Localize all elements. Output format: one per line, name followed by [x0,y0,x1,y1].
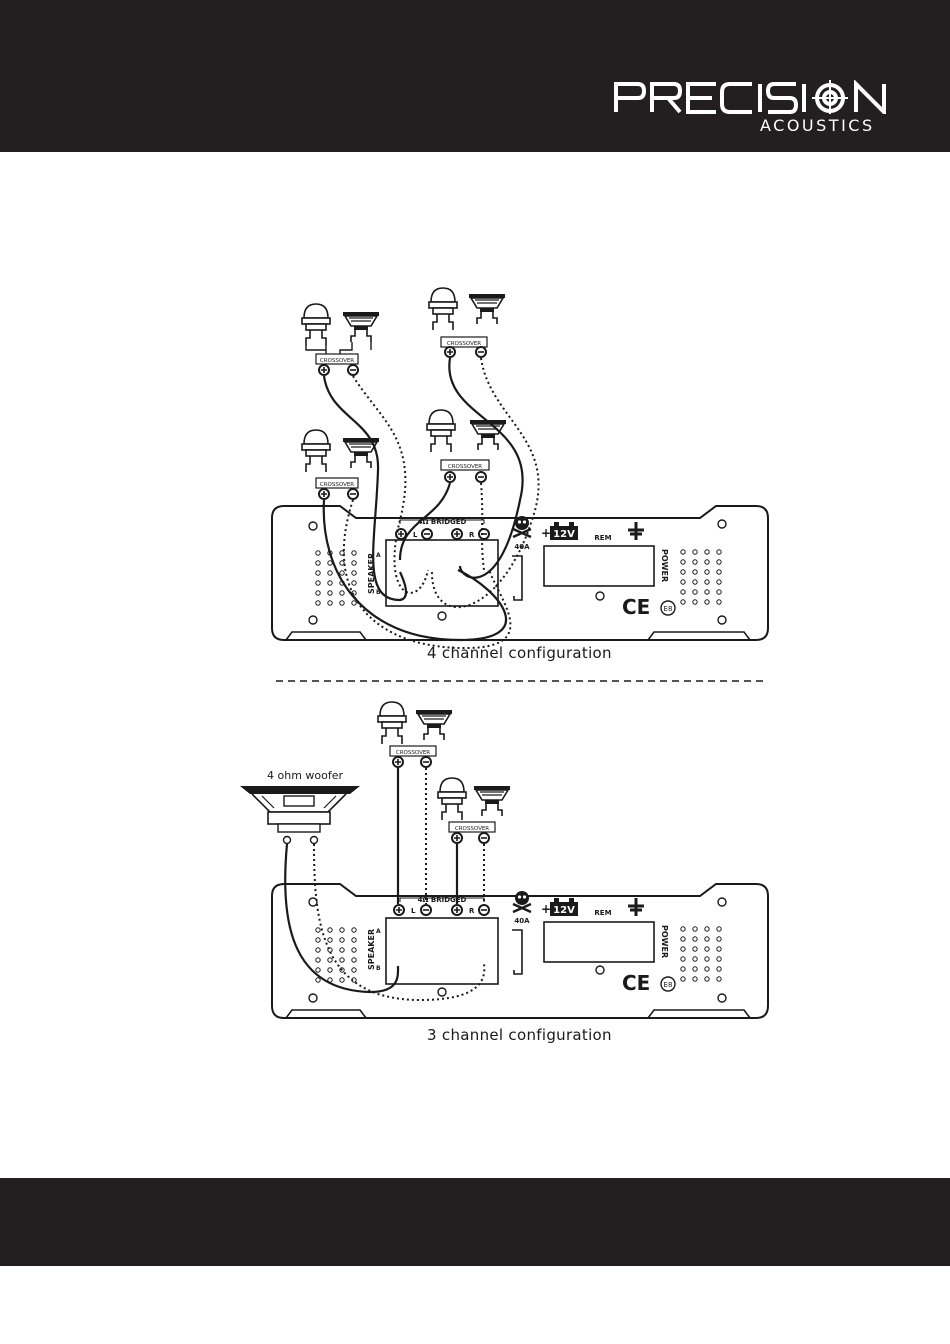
speaker-set-3ch-1: CROSSOVER [378,702,452,767]
power-panel-4ch [544,546,654,586]
e-mark-4ch: E8 [664,605,673,613]
caption-4ch: 4 channel configuration [427,644,612,662]
woofer-label: 4 ohm woofer [267,769,343,782]
crossover-label: CROSSOVER [320,358,354,364]
channel-r-4ch: R [469,531,475,539]
crossover-label: CROSSOVER [320,482,354,488]
channel-r-3ch: R [469,907,475,915]
channel-l-3ch: L [411,907,416,915]
speaker-panel-3ch [386,918,498,984]
speaker-a-3ch: A [376,928,381,935]
rem-label-4ch: REM [594,534,611,542]
speaker-set-4ch-1: CROSSOVER [302,304,379,375]
crossover-label: CROSSOVER [447,341,481,347]
bridged-label-3ch: 4Ω BRIDGED [418,896,467,904]
diagram-3ch: 4Ω BRIDGED L R SPEAKER A B 40A + 12V REM… [240,702,768,1018]
speaker-b-3ch: B [376,965,381,972]
caption-3ch: 3 channel configuration [427,1026,612,1044]
power-label-4ch: POWER [660,549,669,582]
speaker-set-4ch-2: CROSSOVER [429,288,505,357]
speaker-set-4ch-3: CROSSOVER [302,430,379,499]
crossover-label: CROSSOVER [455,826,489,832]
battery-plus-3ch: + [541,902,551,916]
terminal-r-plus-4ch [452,529,462,539]
ce-mark-4ch: CE [622,595,650,619]
speaker-panel-4ch [386,540,498,606]
speaker-a-4ch: A [376,552,381,559]
battery-label-4ch: 12V [553,529,575,540]
footer-band [0,1178,950,1266]
e-mark-3ch: E8 [664,981,673,989]
ce-mark-3ch: CE [622,971,650,995]
crossover-label: CROSSOVER [448,464,482,470]
rem-label-3ch: REM [594,909,611,917]
speaker-set-3ch-2: CROSSOVER [438,778,510,843]
terminal-l-minus-4ch [422,529,432,539]
power-panel-3ch [544,922,654,962]
battery-label-3ch: 12V [553,905,575,916]
channel-l-4ch: L [413,531,418,539]
speaker-set-4ch-4: CROSSOVER [427,410,506,482]
woofer-speaker-icon [240,786,360,844]
terminal-r-minus-4ch [479,529,489,539]
battery-plus-4ch: + [541,526,551,540]
bridged-label-4ch: 4Ω BRIDGED [418,518,467,526]
diagram-4ch: 4Ω BRIDGED L R SPEAKER A B 40A + 12V REM… [272,288,768,648]
fuse-label-3ch: 40A [514,917,530,925]
crossover-label: CROSSOVER [396,750,430,756]
speaker-label-3ch: SPEAKER [367,929,376,970]
power-label-3ch: POWER [660,925,669,958]
amplifier-3ch: 4Ω BRIDGED L R SPEAKER A B 40A + 12V REM… [272,884,768,1018]
